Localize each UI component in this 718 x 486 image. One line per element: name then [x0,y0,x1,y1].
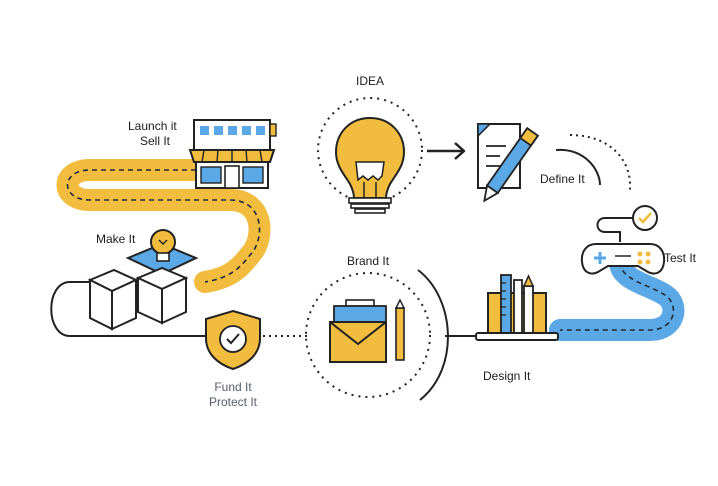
envelope-icon [306,270,448,400]
label-define: Define It [540,172,585,187]
label-make: Make It [96,232,135,247]
arrow-right-icon [427,143,464,159]
label-test: Test It [664,251,696,266]
label-launch: Launch it [128,119,177,134]
boxes-icon [90,244,196,329]
lightbulb-icon [318,98,422,213]
label-design: Design It [483,369,530,384]
ruler-pencil-icon [476,275,558,340]
shield-check-icon [206,311,260,369]
label-fund: Fund It [200,380,266,395]
checkmark-icon [598,206,658,242]
label-idea: IDEA [356,74,384,89]
label-brand: Brand It [347,254,389,269]
document-pen-icon [478,124,538,204]
label-protect: Protect It [194,395,272,410]
storefront-icon [190,120,276,188]
label-sell: Sell It [140,134,170,149]
